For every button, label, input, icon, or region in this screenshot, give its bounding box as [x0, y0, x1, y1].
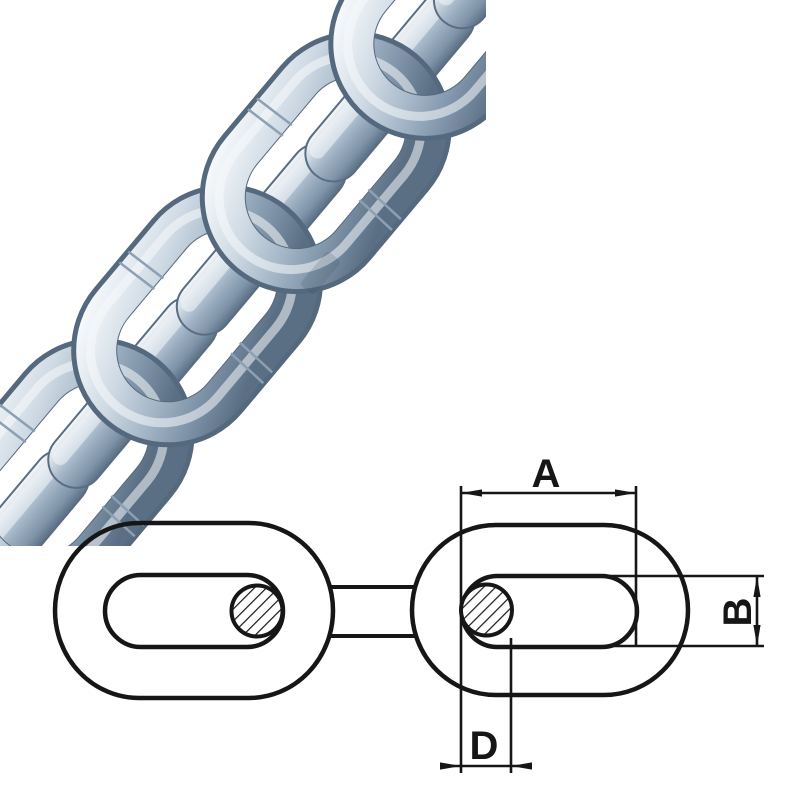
dimension-arrows — [440, 489, 761, 770]
arrow-a-left — [461, 489, 482, 497]
left-link-outline — [52, 520, 336, 701]
right-link-wire-section — [459, 582, 514, 638]
link-stamp — [301, 252, 340, 295]
right-link-outline — [409, 522, 691, 698]
label-inside-width: B — [716, 598, 760, 627]
arrow-d-right — [511, 762, 532, 770]
right-link — [409, 522, 691, 698]
arrow-a-right — [615, 489, 636, 497]
dimension-labels: A B D — [470, 452, 760, 768]
arrow-b-top — [753, 576, 761, 597]
label-wire-diameter: D — [470, 724, 499, 768]
dimension-drawing: A B D — [52, 452, 764, 773]
arrow-d-left — [440, 762, 461, 770]
left-link — [52, 520, 336, 701]
left-link-wire-section — [229, 583, 285, 639]
connecting-link — [330, 585, 415, 638]
chain-photo — [0, 0, 486, 546]
arrow-b-bottom — [753, 625, 761, 646]
label-inside-length: A — [532, 452, 561, 496]
